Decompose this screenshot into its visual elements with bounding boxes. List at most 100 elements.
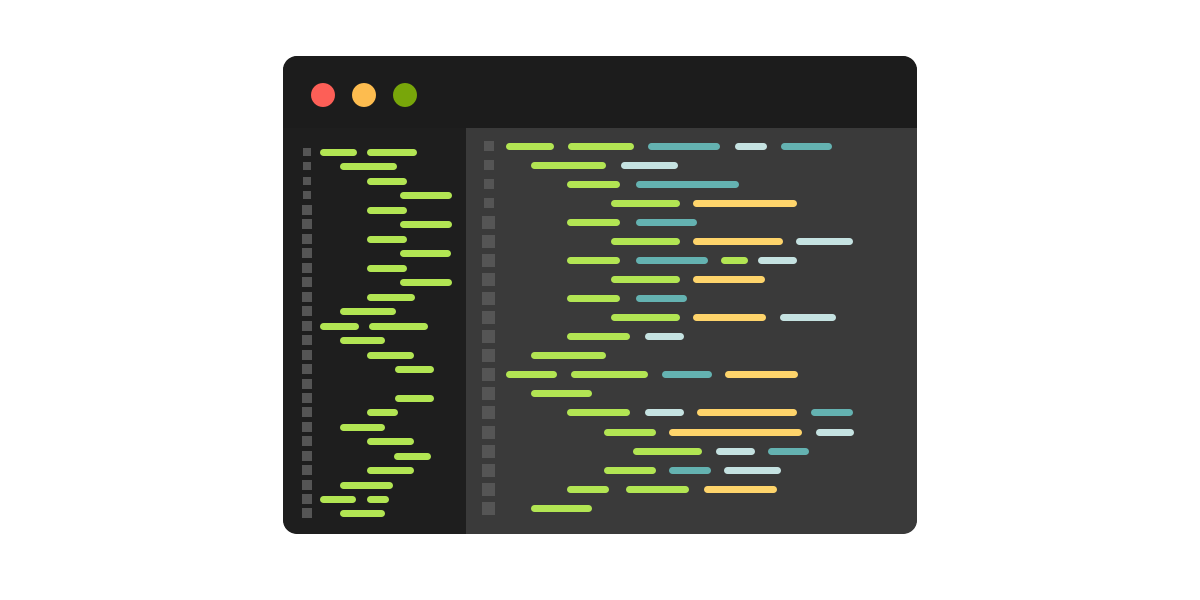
code-token [704,485,777,493]
line-marker [482,405,495,419]
line-marker [482,482,495,496]
line-marker [302,234,312,244]
code-token [340,509,385,517]
code-token [367,264,407,272]
code-token [571,370,648,378]
line-marker [302,350,312,360]
code-token [400,191,452,199]
code-token [816,428,854,436]
code-token [567,294,620,302]
line-marker [302,248,312,258]
code-token [367,148,417,156]
line-marker [302,465,312,475]
code-token [758,256,797,264]
code-token [693,237,783,245]
line-marker [302,335,312,345]
code-token [669,466,711,474]
code-token [340,481,393,489]
code-token [340,423,385,431]
line-marker [482,444,495,458]
line-marker [302,277,312,287]
close-button[interactable] [311,83,335,107]
line-marker [302,508,312,518]
code-token [367,235,407,243]
code-token [367,293,415,301]
code-token [645,332,684,340]
code-token [567,332,630,340]
line-marker [302,292,312,302]
code-token [636,256,708,264]
code-token [611,313,680,321]
code-token [693,199,797,207]
code-token [648,142,720,150]
line-marker [302,480,312,490]
line-marker [303,148,311,156]
code-token [645,408,684,416]
code-token [611,275,680,283]
line-marker [303,162,311,170]
code-token [626,485,689,493]
line-marker [482,253,495,267]
code-token [506,142,554,150]
code-token [394,452,431,460]
line-marker [482,234,495,248]
line-marker [482,501,495,515]
code-token [531,389,592,397]
code-editor-window [283,56,917,534]
code-token [367,466,414,474]
editor-code-panel [466,128,917,534]
code-token [567,256,620,264]
line-marker [303,177,311,185]
line-marker [302,379,312,389]
code-token [340,336,385,344]
line-marker [303,191,311,199]
code-token [340,162,397,170]
line-marker [482,310,495,324]
line-marker [484,198,494,208]
code-token [636,180,739,188]
code-token [693,275,765,283]
code-token [621,161,678,169]
line-marker [302,451,312,461]
code-token [320,148,357,156]
line-marker [482,291,495,305]
code-token [636,294,687,302]
line-marker [302,306,312,316]
line-marker [482,348,495,362]
code-token [568,142,634,150]
code-token [320,495,356,503]
code-token [724,466,781,474]
code-token [340,307,396,315]
line-marker [482,463,495,477]
minimize-button[interactable] [352,83,376,107]
code-token [768,447,809,455]
code-token [611,199,680,207]
code-token [531,161,606,169]
line-marker [482,367,495,381]
line-marker [302,219,312,229]
code-token [395,394,434,402]
line-marker [302,422,312,432]
maximize-button[interactable] [393,83,417,107]
line-marker [302,321,312,331]
code-token [611,237,680,245]
code-token [367,495,389,503]
line-marker [302,436,312,446]
code-token [400,249,451,257]
code-token [320,322,359,330]
code-token [567,218,620,226]
code-token [567,180,620,188]
code-token [400,278,452,286]
line-marker [302,393,312,403]
line-marker [482,425,495,439]
line-marker [302,205,312,215]
code-token [567,408,630,416]
code-token [531,351,606,359]
line-marker [302,263,312,273]
code-token [604,466,656,474]
code-token [697,408,797,416]
code-token [669,428,802,436]
code-token [781,142,832,150]
line-marker [302,494,312,504]
code-token [531,504,592,512]
